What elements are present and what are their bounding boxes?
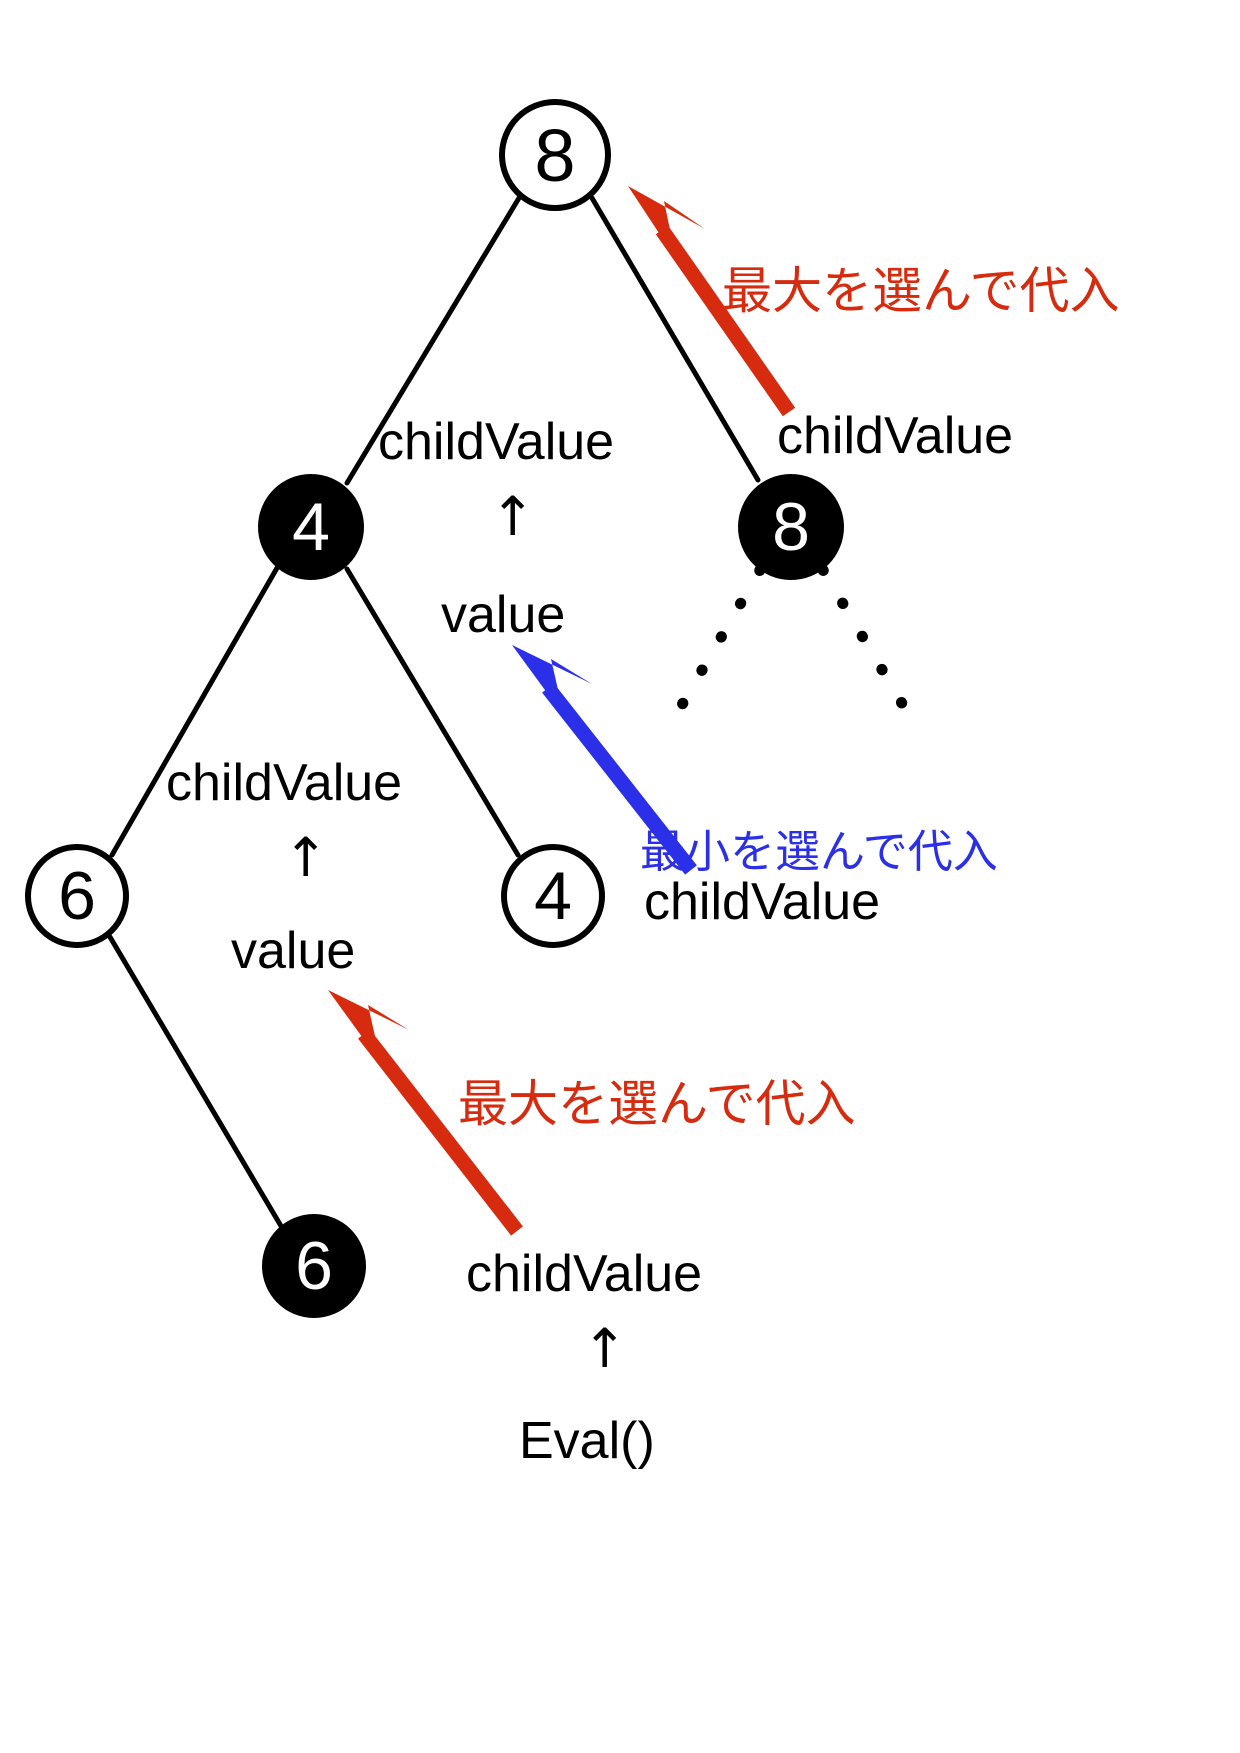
up-arrow-icon-3: ↑: [582, 1317, 628, 1380]
node-max-mid-value: 4: [534, 858, 572, 934]
edge-right-dotted-right: [817, 564, 919, 728]
label-childvalue-bottom: childValue: [466, 1245, 703, 1303]
edge-left-to-l2mid: [344, 566, 521, 858]
label-childvalue-min-left: childValue: [166, 754, 403, 812]
node-max-left-value: 6: [58, 858, 96, 934]
node-min-left-value: 4: [292, 489, 330, 565]
node-leaf-min-value: 6: [295, 1228, 333, 1304]
label-childvalue-root-left: childValue: [378, 413, 615, 471]
edge-root-to-right: [589, 195, 761, 483]
blue-arrow-middle: [512, 645, 697, 875]
annotation-min-assign-middle: 最小を選んで代入: [640, 825, 998, 878]
edge-right-dotted-left: [666, 564, 766, 728]
node-max-left[interactable]: 6: [25, 844, 129, 948]
node-root-max[interactable]: 8: [499, 99, 611, 211]
node-leaf-min[interactable]: 6: [262, 1214, 366, 1318]
node-min-right-value: 8: [772, 489, 810, 565]
node-max-mid[interactable]: 4: [501, 844, 605, 948]
label-childvalue-min-right: childValue: [644, 873, 881, 931]
label-value-1: value: [441, 586, 566, 644]
edge-left-to-l2left: [109, 565, 280, 858]
up-arrow-icon-1: ↑: [490, 485, 536, 548]
up-arrow-icon-2: ↑: [283, 826, 329, 889]
red-arrow-top: [628, 186, 796, 417]
annotation-max-assign-top: 最大を選んで代入: [722, 262, 1120, 320]
edge-l2left-to-l3left: [107, 934, 284, 1229]
red-arrow-bottom: [328, 990, 523, 1236]
node-min-right[interactable]: 8: [738, 474, 844, 580]
label-value-2: value: [231, 922, 356, 980]
annotation-max-assign-bottom: 最大を選んで代入: [458, 1075, 856, 1133]
edge-root-to-left: [344, 195, 522, 486]
node-root-value: 8: [534, 113, 576, 197]
label-childvalue-root-right: childValue: [777, 407, 1014, 465]
node-min-left[interactable]: 4: [258, 474, 364, 580]
label-eval-call: Eval(): [519, 1412, 655, 1470]
